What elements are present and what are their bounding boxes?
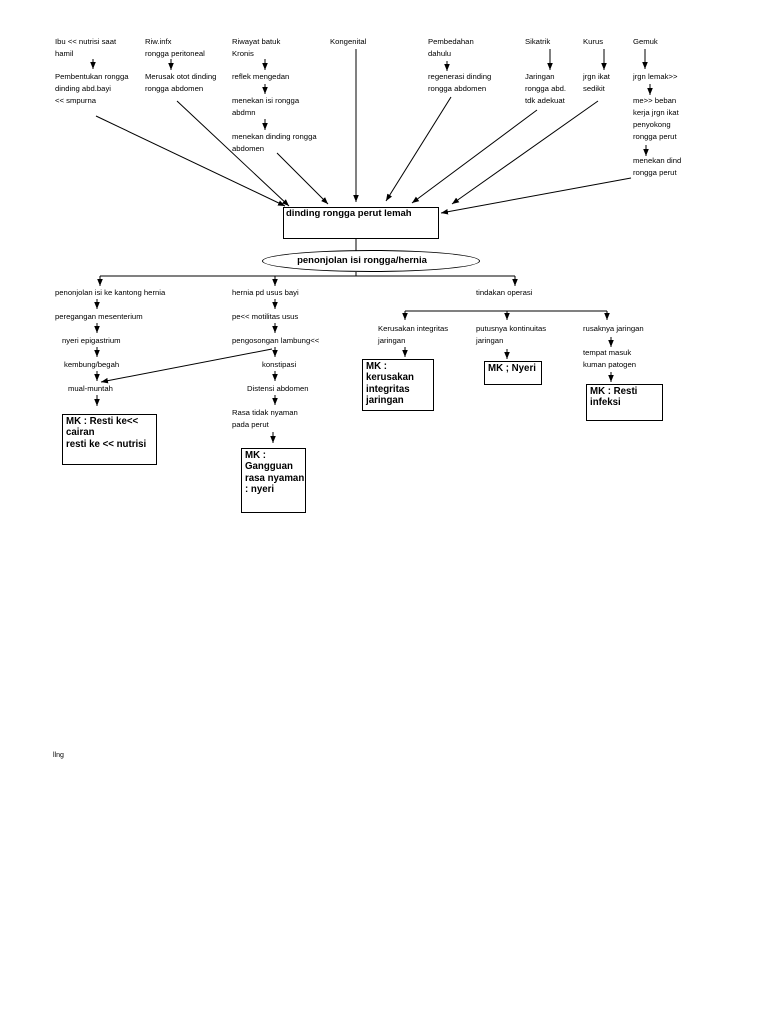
diagnosis-box-fluid-nutrition-risk: MK : Resti ke<< cairan resti ke << nutri… (62, 414, 157, 465)
diagnosis-label: MK : Resti infeksi (590, 386, 638, 409)
diagnosis-box-tissue-integrity: MK : kerusakan integritas jaringan (362, 359, 434, 411)
left-step-epigastric-pain: nyeri epigastrium (62, 336, 121, 345)
hernia-ellipse: penonjolan isi rongga/hernia (262, 250, 480, 272)
diagnosis-label: MK ; Nyeri (488, 363, 536, 374)
left-step-protrusion: penonjolan isi ke kantong hernia (55, 288, 166, 297)
central-box-weak-abdominal-wall: dinding rongga perut lemah (283, 207, 439, 239)
effect-little-connective-tissue: jrgn ikat sedikit (583, 72, 610, 93)
diagnosis-box-comfort-pain: MK : Gangguan rasa nyaman : nyeri (241, 448, 306, 513)
cause-scar-tissue: Sikatrik (525, 37, 551, 46)
arrow-connector (385, 96, 452, 202)
effect-more-fat-tissue: jrgn lemak>> (633, 72, 678, 81)
effect-wall-regeneration: regenerasi dinding rongga abdomen (428, 72, 492, 93)
right-step-tissue-damage: rusaknya jaringan (583, 324, 644, 333)
middle-step-reduced-motility: pe<< motilitas usus (232, 312, 299, 321)
effect-abdominal-wall-formation: Pembentukan rongga dinding abd.bayi << s… (55, 72, 129, 105)
left-step-nausea-vomiting: mual-muntah (68, 384, 113, 393)
diagnosis-box-pain: MK ; Nyeri (484, 361, 542, 385)
effect-increased-load: me>> beban kerja jrgn ikat penyokong ron… (633, 96, 679, 141)
diagnosis-label: MK : kerusakan integritas jaringan (366, 361, 414, 406)
cause-peritoneal-infection: Riw.infx rongga peritoneal (145, 37, 205, 58)
footer-note: llng (53, 752, 64, 759)
cause-maternal-nutrition: Ibu << nutrisi saat hamil (55, 37, 117, 58)
cause-chronic-cough: Riwayat batuk Kronis (232, 37, 281, 58)
middle-step-discomfort: Rasa tidak nyaman pada perut (232, 408, 298, 429)
effect-inadequate-tissue: Jaringan rongga abd. tdk adekuat (525, 72, 567, 105)
right-step-continuity-break: putusnya kontinuitas jaringan (476, 324, 547, 345)
effect-muscle-damage: Merusak otot dinding rongga abdomen (145, 72, 217, 93)
cause-previous-surgery: Pembedahan dahulu (428, 37, 474, 58)
arrow-connector (100, 348, 273, 384)
diagnosis-box-infection-risk: MK : Resti infeksi (586, 384, 663, 421)
arrow-connector (95, 115, 286, 207)
cause-obesity: Gemuk (633, 37, 658, 46)
left-step-bloating: kembung/begah (64, 360, 120, 369)
middle-step-abdominal-distension: Distensi abdomen (247, 384, 309, 393)
central-box-label: dinding rongga perut lemah (286, 208, 412, 219)
effect-press-abdominal-contents: menekan isi rongga abdmn (232, 96, 300, 117)
arrow-connector (276, 152, 329, 205)
effect-press-abdominal-wall: menekan dinding rongga abdomen (232, 132, 317, 153)
right-step-tissue-integrity-damage: Kerusakan integritas jaringan (378, 324, 449, 345)
effect-press-wall: menekan dind rongga perut (633, 156, 682, 177)
diagnosis-label: MK : Resti ke<< cairan resti ke << nutri… (66, 416, 147, 450)
diagnosis-label: MK : Gangguan rasa nyaman : nyeri (245, 450, 305, 495)
arrow-connector (440, 177, 632, 215)
cause-congenital: Kongenital (330, 37, 367, 46)
right-step-pathogen-entry: tempat masuk kuman patogen (583, 348, 636, 369)
cause-underweight: Kurus (583, 37, 604, 46)
middle-step-gastric-emptying: pengosongan lambung<< (232, 336, 320, 345)
arrow-connector (176, 100, 290, 207)
arrow-connector (451, 100, 599, 205)
hernia-ellipse-label: penonjolan isi rongga/hernia (297, 255, 427, 266)
left-step-mesentery-stretch: peregangan mesenterium (55, 312, 143, 321)
effect-straining-reflex: reflek mengedan (232, 72, 290, 81)
arrow-connector (411, 109, 538, 204)
middle-step-constipation: konstipasi (262, 360, 297, 369)
right-step-surgery: tindakan operasi (476, 288, 533, 297)
middle-step-infant-hernia: hernia pd usus bayi (232, 288, 299, 297)
